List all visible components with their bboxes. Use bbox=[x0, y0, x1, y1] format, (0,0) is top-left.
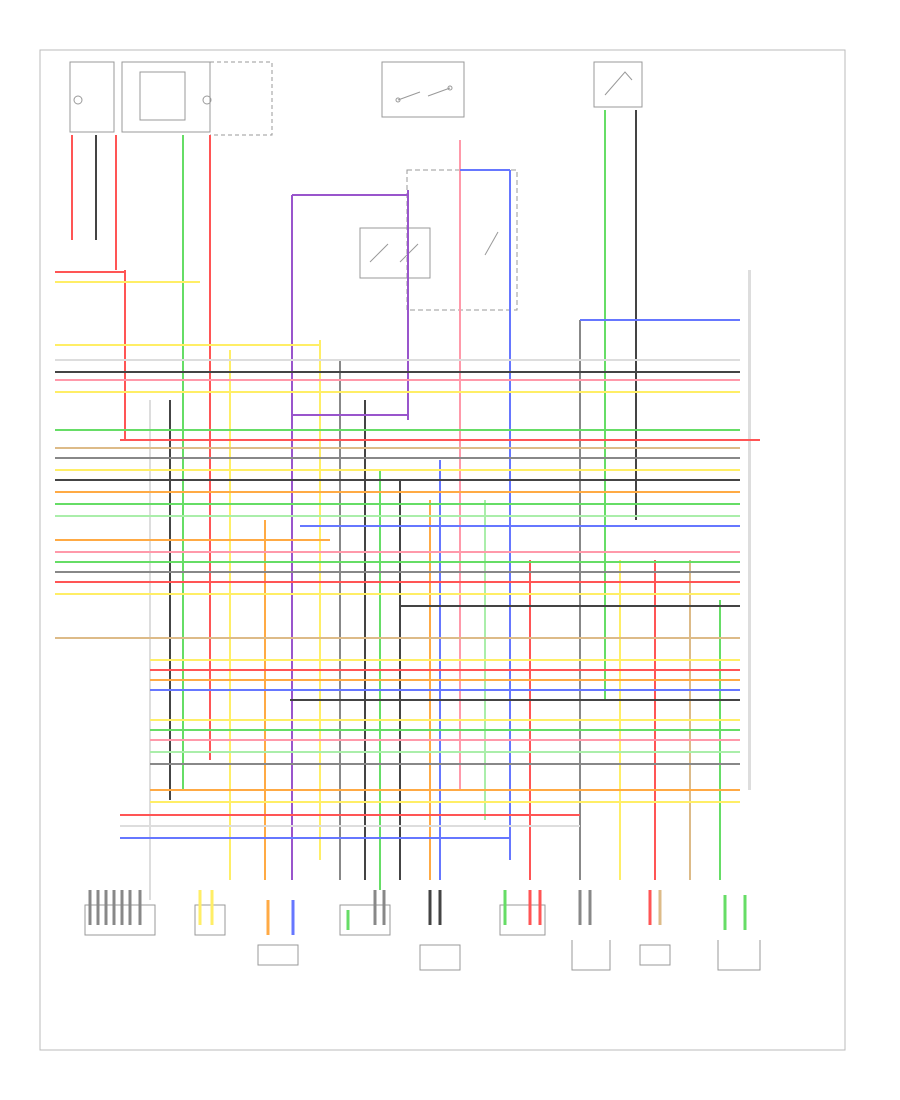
crank-position-sensor bbox=[257, 944, 299, 966]
ignition-switch bbox=[381, 61, 465, 118]
engine-coolant-temp-sensor bbox=[571, 940, 611, 971]
intake-air-temp-sensor bbox=[639, 944, 671, 966]
knock-sensor bbox=[84, 904, 156, 936]
throttle-position-sensor bbox=[499, 904, 546, 936]
engine-control-module bbox=[748, 270, 751, 790]
horizontal-wires bbox=[55, 169, 760, 839]
bottom-components bbox=[84, 904, 761, 971]
engine-relay bbox=[593, 61, 643, 108]
camshaft-position-sensor bbox=[339, 904, 391, 936]
main-relay bbox=[359, 169, 518, 311]
connector-pins bbox=[88, 890, 747, 935]
mass-air-flow-sensor bbox=[419, 944, 461, 971]
engine-sensor-group bbox=[69, 61, 273, 136]
diagram-frame bbox=[39, 49, 846, 1051]
idle-air-control-valve bbox=[194, 904, 226, 936]
pressure-sensor bbox=[717, 940, 761, 971]
